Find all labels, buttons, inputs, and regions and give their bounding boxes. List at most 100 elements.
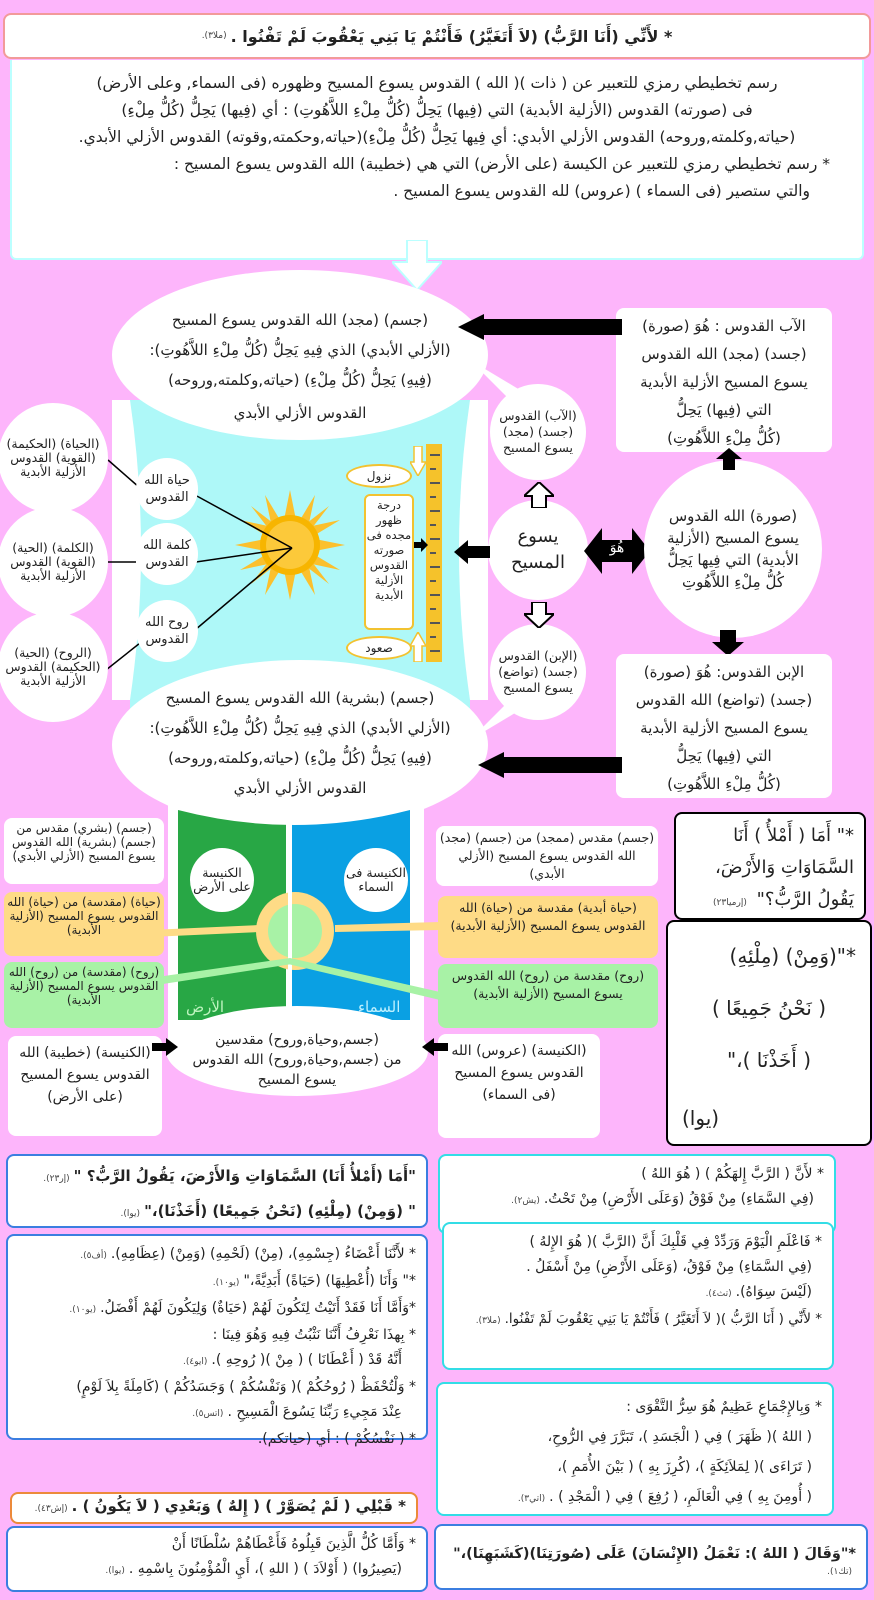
son-left-arrow-icon [478,752,622,778]
top-ellipse [112,270,488,440]
verse-text: * بِهذَا نَعْرِفُ أَنَّنَا نَثْبُتُ فِيه… [212,1327,416,1343]
father-box-line: الآب القدوس : هُوَ (صورة) [642,317,806,335]
verse-ref: (ايو٤). [183,1357,208,1367]
father-circle: (الآب) القدوس (جسد) (مجد) يسوع المسيح [490,384,586,480]
ascend-pill: صعود [346,636,412,660]
intro-line: * رسم تخطيطي رمزي للتعبير عن الكيسة (على… [173,155,830,173]
verse-ref: (يوا). [120,1209,141,1219]
top-ellipse-line: (فِيهِ) يَحِلُّ (كُلُّ مِلْءِ) (حياته,وك… [168,371,432,389]
verse-text: * لأَنَّ ( الرَّبَّ إِلهَكُمْ ) ( هُوَ ا… [641,1166,824,1182]
verse-ref: (اتي٣). [517,1494,546,1504]
verse-text: "أَمَا (أَمْلأُ أَنَا) السَّمَاوَاتِ وَا… [73,1167,416,1185]
bottom-ellipse-text: (جسم) (بشرية) الله القدوس يسوع المسيح (ا… [112,683,488,803]
son-box: الإبن القدوس: هُوَ (صورة) (جسد) (تواضع) … [616,654,832,798]
verse-text: أَنَّهُ قَدْ ( أَعْطَانَا ) ( مِنْ )( رُ… [211,1352,402,1368]
left-life-box: (حياة) (مقدسة) من (حياة) الله القدوس يسو… [4,892,164,956]
son-box-line: (كُلُّ مِلْءِ اللاَّهُوتِ) [667,775,781,793]
church-rays [150,922,440,1000]
inner-circle-word: كلمة الله القدوس [136,523,198,585]
verse-text: * قَبْلِي ( لَمْ يُصَوَّرْ ) ( إِلهٌ ) و… [71,1497,406,1515]
church-top-curve [178,810,410,825]
ruler-label: درجة ظهور مجده فى صورته القدوس الأزلية ا… [364,494,414,630]
verse-box-deuteronomy: * فَاعْلَمِ الْيَوْمَ وَرَدِّدْ فِي قَلْ… [442,1222,834,1370]
banner-ref: (ملا٣). [201,31,227,41]
bottom-ellipse-line: القدوس الأزلي الأبدي [233,779,367,797]
verse-ref: (تك١). [827,1567,852,1577]
verse-text: *وَأَمَّا أَنَا فَقَدْ أَتَيْتُ لِتَكُون… [100,1300,416,1316]
intro-line: رسم تخطيطي رمزي للتعبير عن ( ذات )( الله… [96,74,778,92]
intro-line: والتي ستصير (فى السماء ) (عروس) لله القد… [393,182,810,200]
verse-text: *" وَأَنَا (أُعْطِيهَا) (حَيَاةً) أَبَدِ… [243,1273,416,1289]
son-box-line: التي (فِيها) يَحِلُّ [676,747,772,765]
top-ellipse-text: (جسم) (مجد) الله القدوس يسوع المسيح (الأ… [112,305,488,395]
down-arrow-icon [712,630,744,656]
verse-text: عِنْدَ مَجِيءِ رَبِّنَا يَسُوعَ الْمَسِي… [227,1404,402,1420]
quote2-line: ( أَخَذْنَا )،" [726,1048,812,1072]
verse-text: * وَأَمَّا كُلُّ الَّذِينَ قَبِلُوهُ فَأ… [171,1536,416,1552]
right-spirit-box: (روح) مقدسة من (روح) الله القدوس يسوع ال… [438,964,658,1028]
son-bubble-tail [470,700,520,740]
verse-box-members: * لأَنَّنَا أَعْضَاءُ (جِسْمِهِ)، (مِنْ)… [6,1234,428,1447]
father-bubble-tail [470,360,520,400]
inner-circle-spirit: روح الله القدوس [136,600,198,662]
left-arrow-icon [454,540,490,564]
double-arrow-icon [584,528,650,574]
heaven-church-circle: الكنيسة فى السماء [344,848,408,912]
verse-ref: (يوا). [105,1566,125,1576]
right-body-box: (جسم) مقدس (ممجد) من (جسم) (مجد) الله ال… [436,826,658,886]
left-body-box: (جسم) (بشري) مقدس من (جسم) (بشرية) الله … [4,818,164,884]
church-bottom-line: (جسم,وحياة,وروح) مقدسين [215,1032,379,1048]
inner-circle-life: حياة الله القدوس [136,458,198,520]
up-hollow-arrow-icon [524,482,554,508]
verse-text: (فِي السَّمَاءِ) مِنْ فَوْقُ (وَعَلَى ال… [543,1191,814,1207]
banner-text: * لأَنِّي (أَنَا الرَّبُّ) (لاَ أَتَغَيَ… [230,26,673,46]
ruler [426,444,442,662]
down-arrow-small-icon [410,446,426,476]
left-church-box: (الكنيسة) (خطيبة) الله القدوس يسوع المسي… [8,1036,162,1136]
verse-ref: (ملا٣). [475,1316,501,1326]
earth-label: الأرض [186,998,225,1016]
cylinder-title: القدوس الأزلي الأبدي [233,404,367,422]
verse-text: ( تَرَاءَى )( لِمَلاَئِكَةٍ )، (كُرِزَ ب… [557,1459,812,1475]
image-circle: (صورة) الله القدوس يسوع المسيح (الأزلية … [644,460,822,638]
top-ellipse-line: (الأزلي الأبدي) الذي فِيهِ يَحِلُّ (كُلُ… [149,341,451,359]
verse-ref: (يو١٠). [69,1305,97,1315]
verse-text: * وَلْتُحْفَظْ ( رُوحُكُمْ )( وَنَفْسُكُ… [76,1379,416,1395]
intro-panel: رسم تخطيطي رمزي للتعبير عن ( ذات )( الله… [10,60,864,260]
quote2-line: *"(وَمِنْ) (مِلْئِهِ) [729,944,856,968]
up-arrow-small-icon [410,632,426,662]
earth-church-circle: الكنيسة على الأرض [190,848,254,912]
left-spirit-box: (روح) (مقدسة) من (روح) الله القدوس يسوع … [4,962,164,1028]
jesus-circle: يسوع المسيح [488,500,588,600]
quote-box-jeremiah: *" أَمَا ( أَمْلأُ ) أَنَا السَّمَاوَاتِ… [674,812,866,920]
quote1-text: *" أَمَا ( أَمْلأُ ) أَنَا السَّمَاوَاتِ… [714,825,854,910]
up-arrow-icon [716,448,742,470]
right-life-box: (حياة أبدية) مقدسة من (حياة) الله القدوس… [438,896,658,958]
down-hollow-arrow-icon [524,602,554,628]
side-circle-spirit: (الروح) (الحية) (الحكيمة) القدوس الأزلية… [0,612,108,722]
church-divider [288,800,292,1020]
verse-ref: (إر٢٣). [43,1174,70,1184]
verse-text: (لَيْسَ سِوَاهُ). [735,1284,812,1300]
verse-text: * ( نَفْسُكُمْ ) : أي (حياتكم). [257,1431,416,1447]
verse-text: " (وَمِنْ) (مِلْئِهِ) (نَحْنُ جَمِيعًا) … [144,1202,416,1220]
pointer-arrow-icon [414,538,428,552]
father-box-line: يسوع المسيح الأزلية الأبدية [640,373,808,391]
bottom-ellipse-line: (فِيهِ) يَحِلُّ (كُلُّ مِلْءِ) (حياته,وك… [168,749,432,767]
verse-text: ( اللهُ )( ظَهَرَ ) فِي ( الْجَسَدِ )، ت… [547,1429,812,1445]
side-circle-word: (الكلمة) (الحية) (القوية) القدوس الأزلية… [0,507,108,617]
intro-line: (حياته,وكلمته,وروحه) القدوس الأزلي الأبد… [78,128,796,146]
right-arrow-icon [152,1038,178,1056]
top-ellipse-line: (جسم) (مجد) الله القدوس يسوع المسيح [171,311,429,329]
verse-ref: (تث٤). [705,1289,732,1299]
verse-text: (فِي السَّمَاءِ) مِنْ فَوْقُ، (وَعَلَى ا… [526,1259,812,1275]
church-bottom-line: من (جسم,وحياة,وروح) الله القدوس [192,1052,402,1068]
quote2-ref: (يوا) [682,1106,720,1130]
verse-ref: (إش٤٣). [34,1504,68,1514]
bottom-ellipse-line: (جسم) (بشرية) الله القدوس يسوع المسيح [165,689,435,707]
connector-lines [105,459,293,671]
son-box-line: (جسد) (تواضع) الله القدوس [635,691,813,709]
verse-box-fill: "أَمَا (أَمْلأُ أَنَا) السَّمَاوَاتِ وَا… [6,1154,428,1228]
son-box-line: يسوع المسيح الأزلية الأبدية [640,719,808,737]
quote1-ref: (إرميا٢٣) [713,898,747,908]
